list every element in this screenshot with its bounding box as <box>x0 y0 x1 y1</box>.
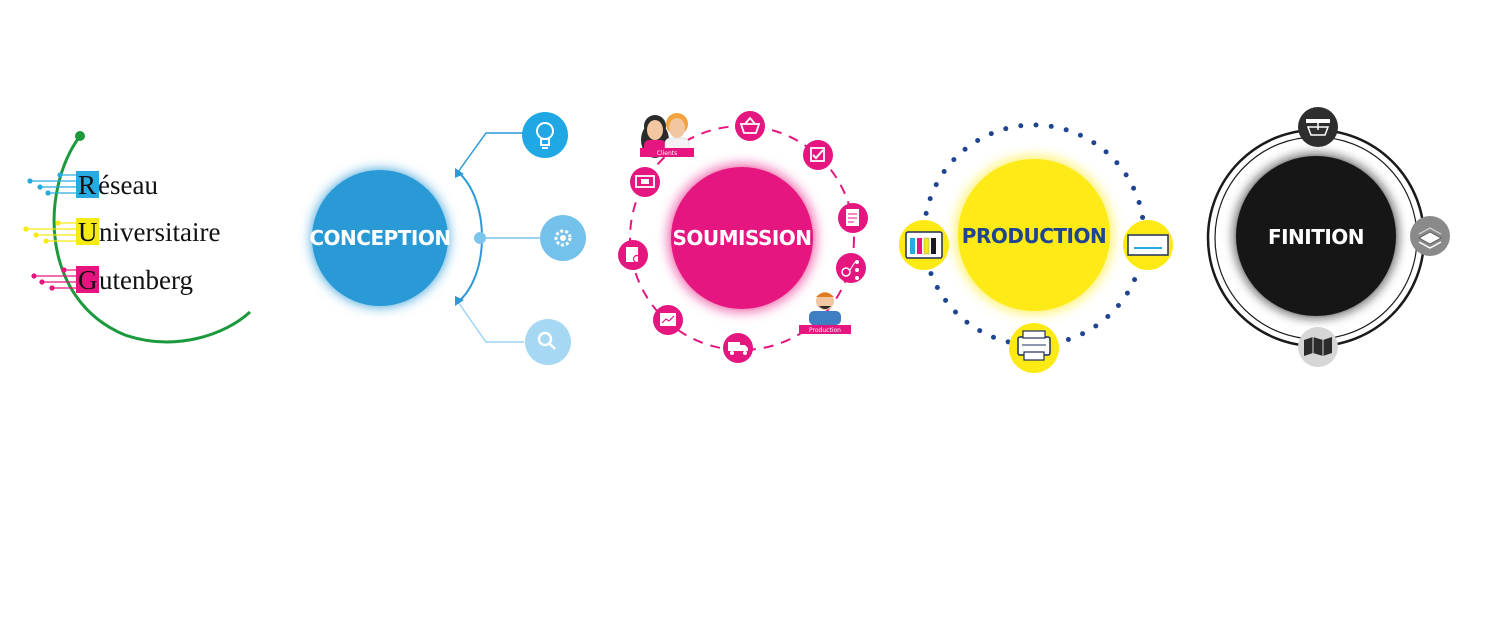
soumission-hub <box>671 167 813 309</box>
stage-soumission: SOUMISSION Clients Production <box>618 111 868 363</box>
conception-hub <box>312 170 448 306</box>
logo-circuit-yellow <box>23 220 76 244</box>
logo-word-universitaire: niversitaire <box>99 217 220 247</box>
logo-initial-u: U <box>78 217 98 247</box>
production-avatar: Production <box>799 292 851 334</box>
stage-conception: CONCEPTION <box>309 112 586 365</box>
conception-arrow-bottom <box>455 296 464 306</box>
conception-junction-dot <box>474 232 486 244</box>
logo-arc-dot <box>75 131 85 141</box>
paper-stack-icon <box>1410 216 1450 256</box>
conception-label: CONCEPTION <box>309 226 450 250</box>
workflow-icon <box>836 253 866 283</box>
document-icon <box>838 203 868 233</box>
production-label: PRODUCTION <box>962 224 1106 248</box>
conception-arrow-top <box>455 168 464 178</box>
production-hub <box>958 159 1110 311</box>
lightbulb-icon <box>522 112 568 158</box>
printer-head-icon <box>1123 220 1173 270</box>
file-search-icon <box>618 240 648 270</box>
logo-circuit-blue <box>27 172 76 196</box>
printer-icon <box>1009 323 1059 373</box>
logo-initial-box-u <box>76 218 99 245</box>
production-tag: Production <box>809 327 841 334</box>
basket-icon <box>735 111 765 141</box>
truck-icon <box>723 333 753 363</box>
logo-word-gutenberg: utenberg <box>99 265 193 295</box>
stage-production: PRODUCTION <box>899 122 1173 373</box>
finition-hub <box>1236 156 1396 316</box>
monitor-icon <box>630 167 660 197</box>
gear-icon <box>540 215 586 261</box>
rug-logo: R éseau U niversitaire G utenberg <box>23 131 252 344</box>
logo-word-reseau: éseau <box>98 170 158 200</box>
finition-label: FINITION <box>1268 225 1364 249</box>
magnifier-icon <box>525 319 571 365</box>
checkbox-icon <box>803 140 833 170</box>
stage-finition: FINITION <box>1206 107 1450 367</box>
logo-circuit-magenta <box>31 267 76 291</box>
folded-map-icon <box>1298 327 1338 367</box>
ink-cartridges-icon <box>899 220 949 270</box>
clients-tag: Clients <box>657 150 678 157</box>
plotter-icon <box>1298 107 1338 147</box>
logo-initial-box-g <box>76 266 99 293</box>
logo-initial-box-r <box>76 171 99 198</box>
chart-icon <box>653 305 683 335</box>
conception-branch-bottom <box>457 301 524 343</box>
logo-initial-r: R <box>78 170 96 200</box>
conception-branch-top <box>457 132 523 173</box>
clients-avatar: Clients <box>640 113 694 158</box>
soumission-label: SOUMISSION <box>672 226 811 250</box>
logo-arc <box>52 135 252 344</box>
logo-initial-g: G <box>78 265 98 295</box>
